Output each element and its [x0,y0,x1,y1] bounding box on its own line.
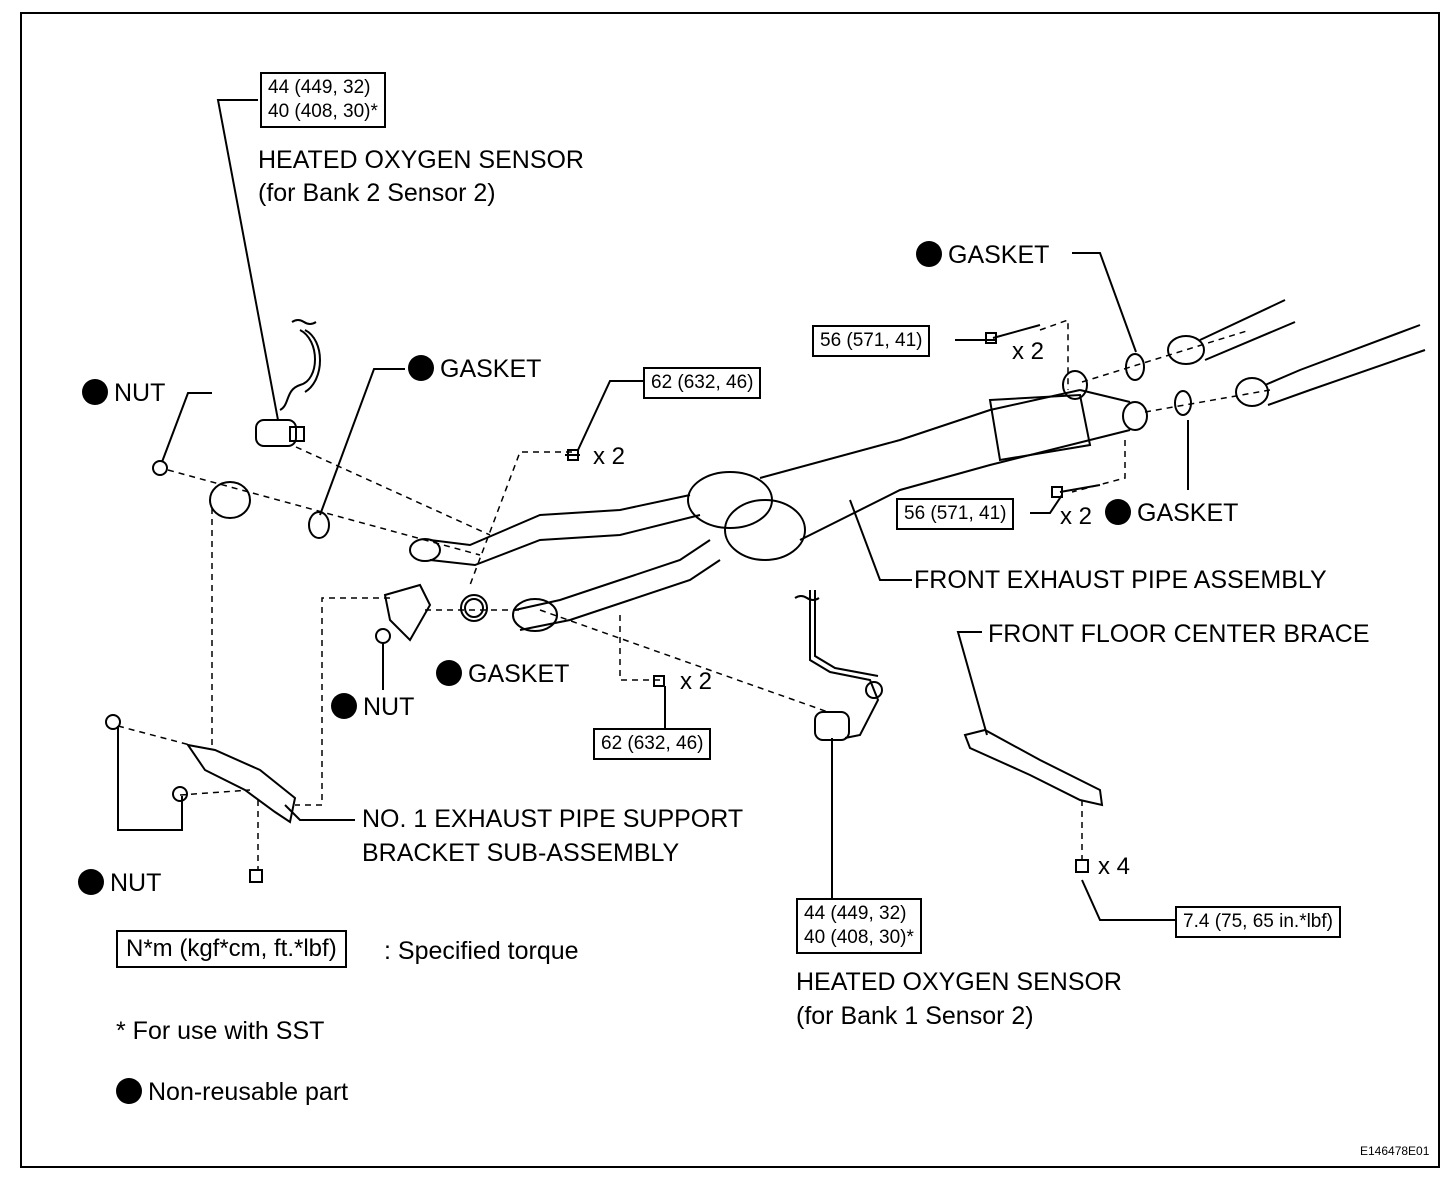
torque-box-62-bottom: 62 (632, 46) [593,728,712,760]
legend-torque-box: N*m (kgf*cm, ft.*lbf) [116,930,347,968]
torque-sensor-b2-line1: 44 (449, 32) [268,77,371,98]
label-gasket-right: GASKET [1105,498,1238,528]
leader-gasket-top-right [1072,252,1137,353]
torque-box-56-bottom: 56 (571, 41) [896,498,1015,530]
non-reusable-icon [78,869,104,895]
torque-sensor-b1-line1: 44 (449, 32) [804,903,907,924]
bolts [249,324,1101,883]
label-front-exhaust-pipe: FRONT EXHAUST PIPE ASSEMBLY [914,566,1327,594]
torque-box-sensor-b1: 44 (449, 32) 40 (408, 30)* [796,898,922,954]
non-reusable-icon [331,693,357,719]
leader-brace [956,631,988,736]
leader-gasket-left [319,368,405,516]
label-nut-left: NUT [78,868,161,898]
figure-code: E146478E01 [1360,1144,1430,1158]
legend-sst: * For use with SST [116,1017,325,1045]
leader-nut-top [161,392,212,463]
label-nut-top: NUT [82,378,165,408]
leader-bracket [284,804,355,821]
non-reusable-icon [436,660,462,686]
torque-box-sensor-b2: 44 (449, 32) 40 (408, 30)* [260,72,386,128]
bracket-drawing [185,743,297,824]
leader-torque-brace [1081,879,1175,921]
qty-bolts-62-bottom: x 2 [680,668,713,695]
label-bracket-line1: NO. 1 EXHAUST PIPE SUPPORT [362,805,744,833]
non-reusable-icon [82,379,108,405]
torque-box-62-top: 62 (632, 46) [643,367,762,399]
legend-nonreusable: Non-reusable part [116,1077,348,1107]
label-gasket-top-right: GASKET [916,240,1049,270]
label-gasket-center: GASKET [436,659,569,689]
torque-sensor-b2-line2: 40 (408, 30)* [268,101,378,122]
sensor-b1-title: HEATED OXYGEN SENSOR [796,968,1122,996]
non-reusable-icon [408,355,434,381]
qty-bolts-56-bottom: x 2 [1060,503,1093,530]
sensor-b1-subtitle: (for Bank 1 Sensor 2) [796,1002,1034,1030]
label-bracket-line2: BRACKET SUB-ASSEMBLY [362,839,680,867]
front-exhaust-pipe-drawing [409,370,1148,632]
leader-sensor-b2 [216,99,279,421]
non-reusable-icon [116,1078,142,1104]
torque-box-brace: 7.4 (75, 65 in.*lbf) [1175,906,1341,938]
sensor-b2-title: HEATED OXYGEN SENSOR [258,146,584,174]
torque-sensor-b1-line2: 40 (408, 30)* [804,927,914,948]
sensor-b2-subtitle: (for Bank 2 Sensor 2) [258,179,496,207]
label-nut-center: NUT [331,692,414,722]
sensor-b2-drawing [255,319,321,447]
label-gasket-left: GASKET [408,354,541,384]
qty-bolts-brace: x 4 [1098,853,1131,880]
leader-torque-62-top [577,380,643,451]
non-reusable-icon [916,241,942,267]
torque-box-56-top: 56 (571, 41) [812,325,931,357]
sensor-b1-drawing [794,590,883,741]
leader-nut-left [117,726,183,831]
leader-front-pipe [849,499,912,581]
legend-torque-text: : Specified torque [384,937,579,965]
leader-torque-56-bottom [1030,494,1063,514]
diagram-frame [20,12,1440,1168]
label-front-floor-brace: FRONT FLOOR CENTER BRACE [988,620,1370,648]
non-reusable-icon [1105,499,1131,525]
qty-bolts-62-top: x 2 [593,443,626,470]
brace-drawing [963,728,1104,807]
qty-bolts-56-top: x 2 [1012,338,1045,365]
